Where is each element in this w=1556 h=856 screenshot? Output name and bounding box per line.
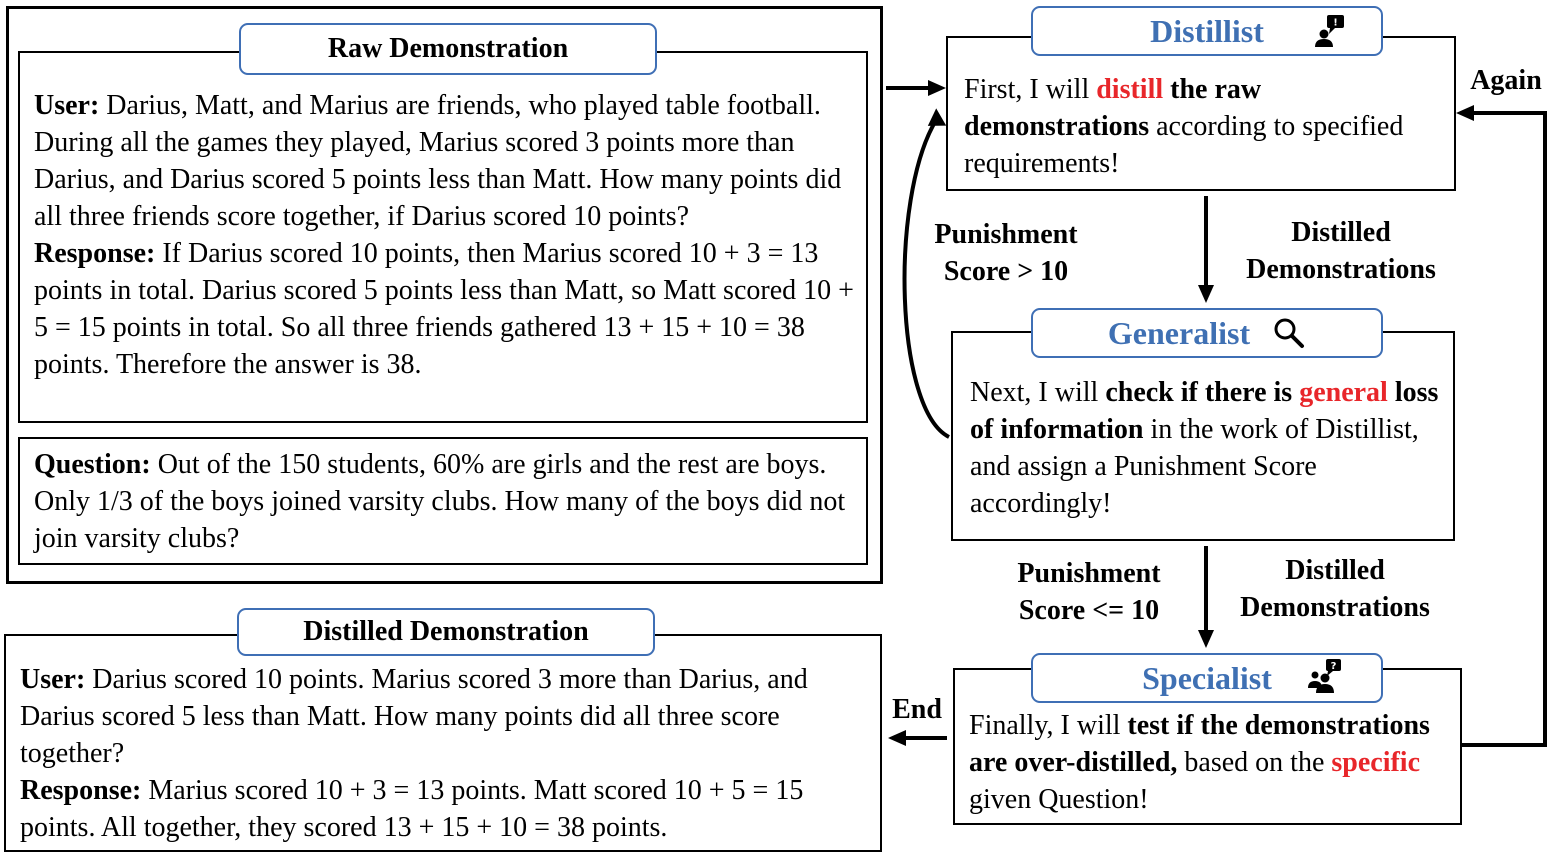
distilled-response-label: Response: <box>20 775 142 806</box>
arrow-again-loop <box>1462 111 1547 747</box>
distillist-box <box>946 36 1456 191</box>
raw-demo-title: Raw Demonstration <box>239 23 657 75</box>
raw-demo-box <box>18 51 868 423</box>
end-label: End <box>892 694 942 725</box>
question-content: Question: Out of the 150 students, 60% a… <box>34 446 856 557</box>
question-box <box>18 437 868 565</box>
raw-response-label: Response: <box>34 238 156 269</box>
generalist-text: Next, I will check if there is general l… <box>970 377 1439 519</box>
question-text: Out of the 150 students, 60% are girls a… <box>34 449 846 554</box>
svg-text:?: ? <box>1331 661 1337 672</box>
distilled-response-text: Marius scored 10 + 3 = 13 points. Matt s… <box>20 775 804 843</box>
svg-text:!: ! <box>1333 18 1338 29</box>
speech-bubble-person-icon: ! <box>1315 15 1344 47</box>
distilled-user-label: User: <box>20 664 86 695</box>
distilled-demo-content: User: Darius scored 10 points. Marius sc… <box>20 661 860 846</box>
question-label: Question: <box>34 449 151 480</box>
raw-demo-content: User: Darius, Matt, and Marius are frien… <box>34 87 856 383</box>
distillist-text: First, I will distill the raw demonstrat… <box>964 74 1404 179</box>
question-people-icon: ? <box>1308 659 1341 693</box>
generalist-title: Generalist <box>1107 314 1251 351</box>
distilled-demo-box <box>4 634 882 852</box>
magnifier-icon <box>1274 318 1305 348</box>
specialist-title: Specialist <box>1142 659 1272 696</box>
arrow-generalist-back-to-distillist <box>902 121 950 439</box>
specialist-text: Finally, I will test if the demonstratio… <box>969 710 1430 815</box>
distillist-title: Distillist <box>1150 12 1264 49</box>
distilled-demo-title: Distilled Demonstration <box>237 608 655 656</box>
distilled-user-text: Darius scored 10 points. Marius scored 3… <box>20 664 808 769</box>
raw-user-text: Darius, Matt, and Marius are friends, wh… <box>34 90 842 232</box>
again-label: Again <box>1470 65 1542 96</box>
raw-user-label: User: <box>34 90 100 121</box>
raw-response-text: If Darius scored 10 points, then Marius … <box>34 238 854 380</box>
raw-demo-outer-frame <box>6 6 883 584</box>
generalist-title-box: Generalist <box>1031 308 1383 358</box>
